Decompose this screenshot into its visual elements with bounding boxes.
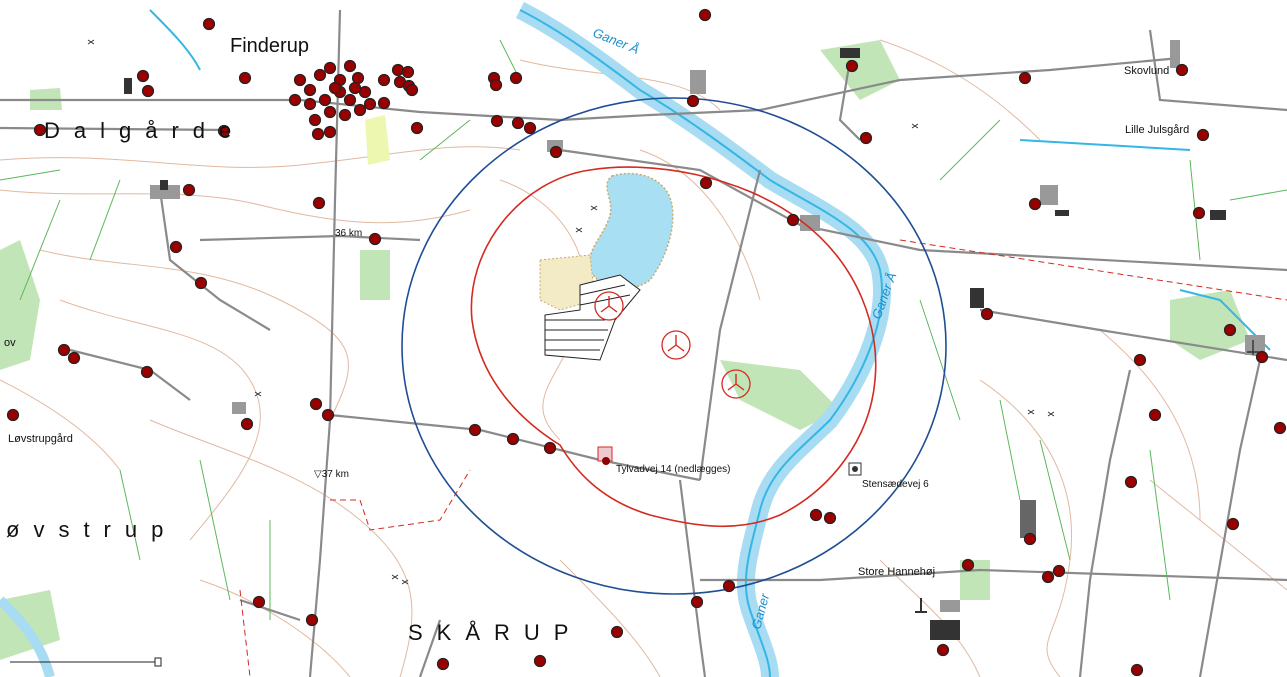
wind-turbine-icon[interactable] <box>594 291 624 321</box>
lake <box>588 172 674 290</box>
label-loevstrupgaard: Løvstrupgård <box>8 433 73 445</box>
map-symbols <box>87 39 1259 613</box>
dwelling-markers <box>6 8 1287 677</box>
wind-turbine-icon[interactable] <box>721 369 751 399</box>
label-finderup: Finderup <box>230 35 309 57</box>
label-skaarup: SKÅRUP <box>408 620 582 645</box>
label-tylvadvej: Tylvadvej 14 (nedlægges) <box>616 464 731 475</box>
label-store-hannehoej: Store Hannehøj <box>858 566 935 578</box>
label-ov: ov <box>4 337 16 349</box>
buildings <box>124 40 1265 640</box>
wind-turbine-icon[interactable] <box>661 330 691 360</box>
visibility-zone-circle <box>401 97 947 595</box>
label-lille-julsgaard: Lille Julsgård <box>1125 124 1189 136</box>
label-37km: ▽37 km <box>314 469 349 480</box>
label-oevstrup: øvstrup <box>6 517 177 542</box>
label-stensaedevej: Stensædevej 6 <box>862 479 929 490</box>
demolished-dwelling-marker[interactable] <box>597 446 613 465</box>
label-36km: 36 km <box>335 228 362 239</box>
stensaedevej-marker[interactable] <box>848 462 862 476</box>
hatched-area <box>544 274 641 361</box>
label-dalgaarde: Dalgårde <box>44 118 245 143</box>
noise-zone-boundary <box>470 166 877 528</box>
district-boundary <box>239 239 1287 677</box>
label-skovlund: Skovlund <box>1124 65 1169 77</box>
scale-bar <box>10 657 162 667</box>
